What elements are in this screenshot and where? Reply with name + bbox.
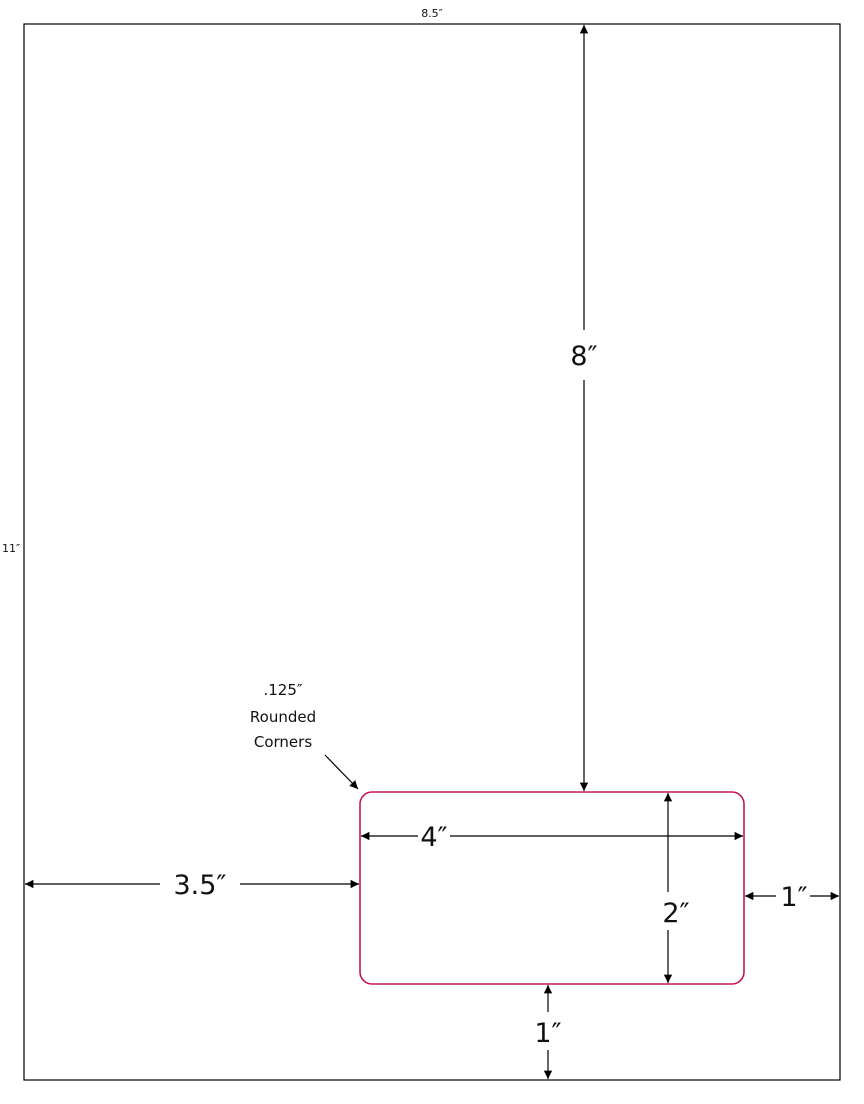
page-outline (23, 23, 841, 1081)
label-height-label: 2″ (662, 898, 689, 929)
top-offset-label: 8″ (570, 341, 597, 372)
page-height-label: 11″ (2, 542, 20, 555)
corner-note-line-3: Corners (254, 733, 312, 751)
right-offset-label: 1″ (780, 882, 807, 913)
page-width-label: 8.5″ (421, 7, 443, 20)
left-offset-label: 3.5″ (173, 870, 226, 901)
corner-note-line-2: Rounded (250, 708, 316, 726)
corner-note-line-1: .125″ (263, 681, 302, 699)
label-width-label: 4″ (420, 822, 447, 853)
label-outline (359, 791, 745, 985)
corner-note-pointer (324, 754, 359, 790)
bottom-offset-label: 1″ (534, 1018, 561, 1049)
